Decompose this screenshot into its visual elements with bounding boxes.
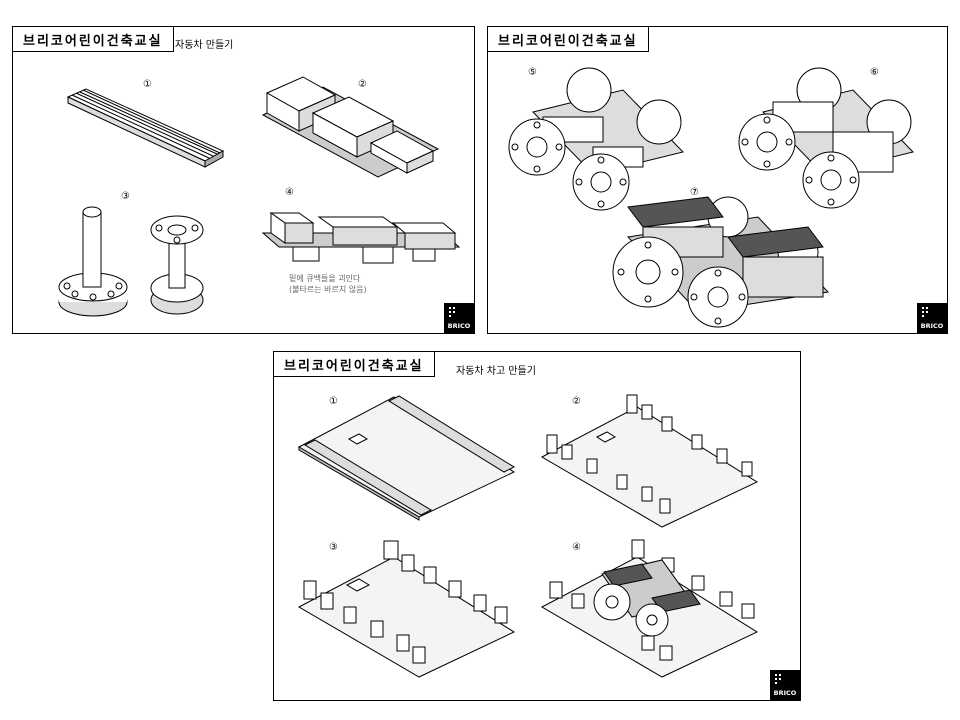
step-4-raised-brick-platform-illustration (263, 207, 463, 287)
step-label-1: ① (143, 79, 152, 90)
step-label-7: ⑦ (690, 187, 699, 198)
step-2-brick-platform-illustration (263, 67, 443, 177)
panel-subtitle: 자동차 만들기 (175, 40, 234, 51)
panel-title: 브리코어린이건축교실 (488, 27, 649, 52)
step-3-axle-and-wheels-illustration (53, 202, 253, 322)
step-7-complete-car-illustration (608, 197, 838, 332)
brico-logo: BRICO (444, 303, 474, 333)
brico-logo: BRICO (770, 670, 800, 700)
panel-title: 브리코어린이건축교실 (13, 27, 174, 52)
brico-logo: BRICO (917, 303, 947, 333)
step-label-1: ① (329, 396, 338, 407)
step-4-note-line-1: 밑에 큐백들을 괴인다 (289, 274, 361, 283)
step-label-6: ⑥ (870, 67, 879, 78)
step-label-3: ③ (329, 542, 338, 553)
panel-car-steps-1-4: 브리코어린이건축교실 자동차 만들기 ① ② ③ (12, 26, 475, 334)
logo-dots-icon (449, 307, 459, 319)
logo-dots-icon (922, 307, 932, 319)
logo-text: BRICO (773, 689, 797, 697)
step-label-5: ⑤ (528, 67, 537, 78)
step-6-car-chassis-illustration (733, 62, 933, 222)
garage-step-4-garage-with-car-illustration (542, 532, 762, 677)
garage-step-2-walls-illustration (542, 387, 762, 527)
step-label-2: ② (572, 396, 581, 407)
garage-step-3-walls-illustration (299, 537, 519, 677)
garage-step-1-base-illustration (299, 387, 519, 517)
step-label-4: ④ (285, 187, 294, 198)
step-5-car-chassis-illustration (503, 62, 703, 222)
step-label-4: ④ (572, 542, 581, 553)
logo-text: BRICO (920, 322, 944, 330)
panel-title: 브리코어린이건축교실 (274, 352, 435, 377)
panel-subtitle: 자동차 차고 만들기 (456, 366, 536, 377)
step-4-note-line-2: (불타르는 바르지 않음) (289, 285, 367, 294)
logo-dots-icon (775, 674, 785, 686)
step-label-3: ③ (121, 191, 130, 202)
panel-car-steps-5-7: 브리코어린이건축교실 ⑤ ⑥ ⑦ (487, 26, 948, 334)
panel-garage-steps-1-4: 브리코어린이건축교실 자동차 차고 만들기 ① ② ③ ④ (273, 351, 801, 701)
step-1-long-plates-illustration (68, 89, 228, 169)
step-label-2: ② (358, 79, 367, 90)
logo-text: BRICO (447, 322, 471, 330)
